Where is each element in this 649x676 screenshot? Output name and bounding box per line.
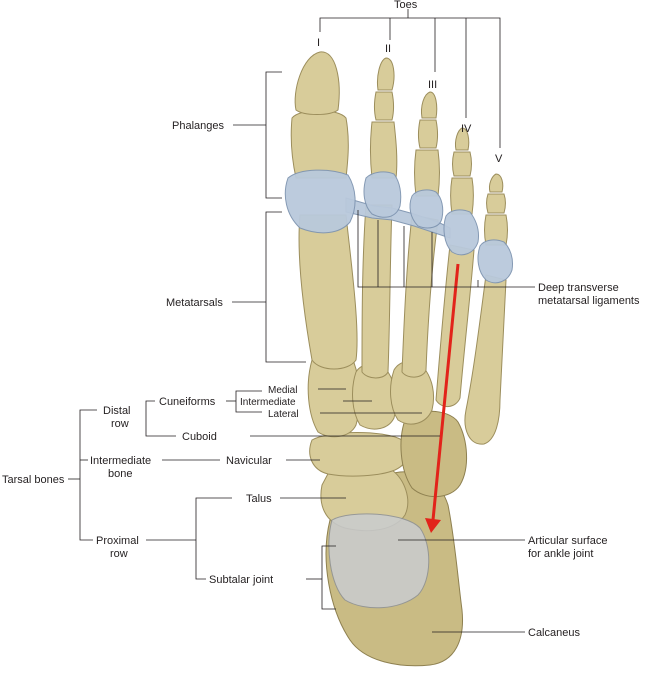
toe-i-proximal-phalanx	[290, 110, 349, 179]
toe-iv-middle-phalanx	[452, 151, 472, 177]
toe-iv-proximal-phalanx	[450, 177, 474, 215]
navicular-label: Navicular	[226, 455, 272, 467]
subtalar-bracket	[321, 545, 336, 610]
toe-v-label: V	[495, 153, 503, 165]
mtp-capsule-i	[284, 169, 356, 234]
distal-row-label-line2: row	[111, 418, 129, 430]
foot-skeleton	[284, 51, 513, 667]
talus-label: Talus	[246, 493, 272, 505]
mtp-capsule-ii	[363, 171, 402, 218]
deep-ligaments-box	[357, 210, 535, 288]
mtp-capsule-iii	[409, 189, 444, 229]
deep-ligaments-label-line2: metatarsal ligaments	[538, 295, 640, 307]
toe-iv-label: IV	[461, 123, 472, 135]
proximal-row-bracket	[195, 497, 232, 580]
intermediate-bone-label-line2: bone	[108, 468, 132, 480]
distal-row-bracket	[145, 400, 176, 437]
articular-surface-label-line2: for ankle joint	[528, 548, 593, 560]
calcaneus-label: Calcaneus	[528, 627, 580, 639]
toe-iii-middle-phalanx	[418, 119, 438, 149]
talus-articular-surface	[328, 513, 430, 609]
toe-ii-distal-phalanx	[377, 57, 395, 91]
mtp-capsule-v	[477, 239, 513, 284]
toes-bracket	[319, 17, 501, 148]
intermediate-cuneiform-label: Intermediate	[240, 397, 296, 408]
toe-v-middle-phalanx	[486, 193, 506, 214]
articular-surface-label-line1: Articular surface	[528, 535, 607, 547]
tarsal-bones-bracket	[79, 409, 97, 541]
subtalar-joint-label: Subtalar joint	[209, 574, 273, 586]
metatarsal-iv-bone	[435, 244, 475, 407]
cuneiforms-label: Cuneiforms	[159, 396, 216, 408]
toe-iii-distal-phalanx	[421, 91, 438, 119]
toe-ii-label: II	[385, 43, 391, 55]
metatarsal-v-bone	[464, 274, 507, 445]
distal-row-label-line1: Distal	[103, 405, 131, 417]
toe-ii-proximal-phalanx	[370, 121, 398, 179]
mtp-capsule-iv	[443, 209, 479, 256]
phalanges-bracket	[265, 71, 282, 199]
toe-iv-distal-phalanx	[455, 127, 470, 151]
metatarsal-ii-bone	[361, 204, 393, 379]
proximal-row-label-line1: Proximal	[96, 535, 139, 547]
cuboid-label: Cuboid	[182, 431, 217, 443]
toes-label: Toes	[394, 0, 418, 11]
intermediate-bone-label-line1: Intermediate	[90, 455, 151, 467]
tarsal-bones-label: Tarsal bones	[2, 474, 65, 486]
metatarsal-i-bone	[298, 214, 358, 370]
metatarsal-iii-bone	[401, 214, 439, 378]
medial-label: Medial	[268, 385, 297, 396]
deep-ligaments-label-line1: Deep transverse	[538, 282, 619, 294]
toe-i-distal-phalanx	[294, 51, 340, 115]
toe-iii-label: III	[428, 79, 437, 91]
navicular-bone	[309, 432, 409, 477]
cuneiforms-bracket	[235, 390, 262, 413]
toe-i-label: I	[317, 37, 320, 49]
toe-iii-proximal-phalanx	[414, 149, 440, 197]
labels: Toes I II III IV V Phalanges Metatarsals…	[2, 0, 640, 639]
toe-ii-middle-phalanx	[374, 91, 394, 121]
red-arrow-shaft	[431, 263, 460, 521]
leader-lines	[68, 9, 535, 633]
lateral-label: Lateral	[268, 409, 299, 420]
phalanges-label: Phalanges	[172, 120, 224, 132]
red-arrow	[425, 263, 460, 533]
metatarsals-bracket	[265, 211, 306, 363]
red-arrow-head	[425, 518, 441, 533]
toe-v-distal-phalanx	[489, 173, 504, 193]
proximal-row-label-line2: row	[110, 548, 128, 560]
metatarsals-label: Metatarsals	[166, 297, 223, 309]
